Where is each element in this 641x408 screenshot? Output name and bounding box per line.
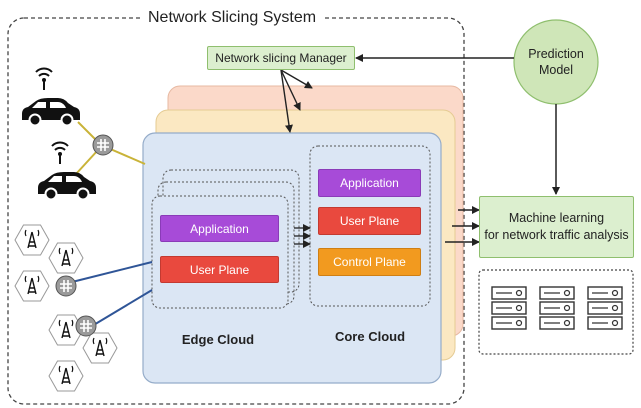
server-frame bbox=[478, 269, 634, 355]
network-slicing-manager-box: Network slicing Manager bbox=[207, 46, 355, 70]
edge-user-plane-box: User Plane bbox=[160, 256, 279, 283]
cell-tower-icon bbox=[82, 332, 118, 364]
router-icon bbox=[55, 275, 77, 297]
car-icon bbox=[37, 171, 97, 201]
cell-link bbox=[91, 289, 153, 327]
manager-arrow-back bbox=[280, 69, 313, 89]
edge-stack-1 bbox=[151, 195, 289, 309]
wifi-icon bbox=[35, 67, 53, 91]
edge-application-box: Application bbox=[160, 215, 279, 242]
edge-cloud-label: Edge Cloud bbox=[181, 331, 255, 347]
cell-link bbox=[71, 261, 153, 283]
router-link bbox=[107, 147, 146, 165]
cell-tower-icon bbox=[48, 360, 84, 392]
cell-tower-icon bbox=[14, 270, 50, 302]
manager-arrow-mid bbox=[280, 69, 301, 111]
server-icon bbox=[587, 286, 623, 330]
server-icon bbox=[491, 286, 527, 330]
wifi-icon bbox=[51, 141, 69, 165]
core-user-plane-box: User Plane bbox=[318, 207, 421, 235]
cell-tower-icon bbox=[14, 224, 50, 256]
prediction-line-1: Prediction bbox=[528, 47, 584, 61]
core-control-plane-box: Control Plane bbox=[318, 248, 421, 276]
router-icon bbox=[75, 315, 97, 337]
car-icon bbox=[21, 97, 81, 127]
core-cloud-label: Core Cloud bbox=[334, 328, 406, 344]
ml-line-1: Machine learning bbox=[508, 211, 605, 225]
manager-arrow-front bbox=[280, 69, 293, 133]
car-link bbox=[75, 149, 99, 175]
server-icon bbox=[539, 286, 575, 330]
prediction-line-2: Model bbox=[538, 63, 574, 77]
prediction-model-label: Prediction Model bbox=[516, 40, 596, 84]
machine-learning-box: Machine learning for network traffic ana… bbox=[479, 196, 634, 258]
system-title: Network Slicing System bbox=[142, 6, 323, 30]
router-icon bbox=[92, 134, 114, 156]
core-application-box: Application bbox=[318, 169, 421, 197]
cell-tower-icon bbox=[48, 242, 84, 274]
ml-line-2: for network traffic analysis bbox=[484, 228, 629, 242]
